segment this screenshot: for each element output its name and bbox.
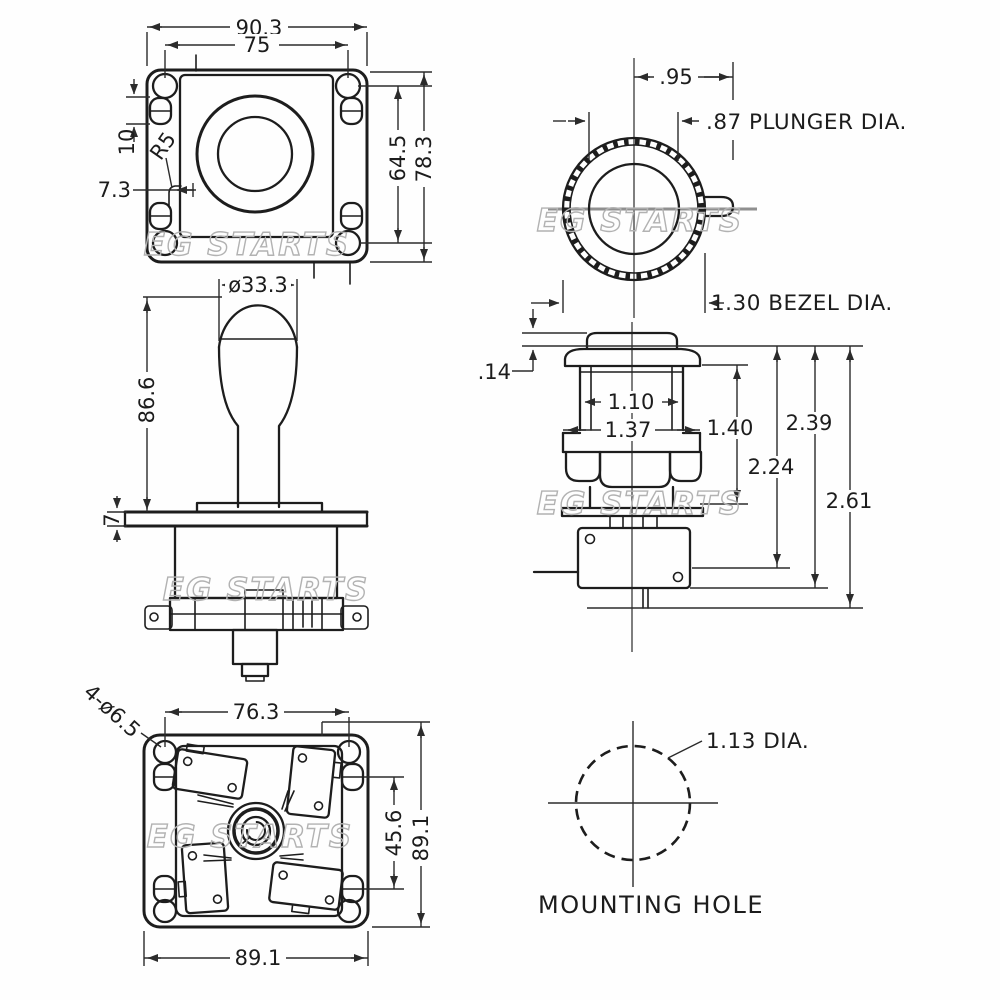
pivot-cap (240, 662, 270, 678)
dim-plate-hole-height: 64.5 (358, 85, 432, 244)
button-side-view: .14 1.10 1.37 1.40 (478, 309, 876, 652)
watermark-joystick-top: EG STARTS (144, 227, 350, 263)
dim-label-14: .14 (478, 360, 511, 384)
dim-body-dia: 1.10 (584, 390, 679, 414)
plunger-profile (585, 331, 679, 350)
pivot-cylinder (231, 628, 279, 666)
bezel-knurl-ring (563, 138, 705, 280)
watermark-button-top: EG STARTS (537, 203, 743, 239)
dim-label-7: 7 (100, 513, 124, 526)
dim-label-2-61: 2.61 (826, 489, 873, 513)
button-top-view: .95 .87 PLUNGER DIA. 1.30 BEZEL DIA. EG … (531, 58, 907, 318)
joystick-body-outline (178, 73, 335, 239)
bottom-body-outline (174, 744, 344, 918)
pivot-hub (226, 801, 286, 861)
mounting-hole-leader (667, 740, 703, 759)
microswitch (532, 526, 692, 609)
dim-bezel-dia: 1.30 BEZEL DIA. (531, 253, 893, 316)
ball-top-dome (217, 304, 299, 349)
dim-label-64-5: 64.5 (386, 135, 410, 182)
dim-label-89-1-right: 89.1 (409, 815, 433, 862)
dim-height-total: 2.61 (587, 346, 876, 609)
dim-label-plunger-dia: .87 PLUNGER DIA. (706, 110, 907, 135)
dim-label-76-3: 76.3 (233, 700, 280, 724)
mounting-nut (564, 450, 703, 489)
dim-height-mount: 2.24 (692, 346, 798, 569)
dim-label-45-6: 45.6 (382, 810, 406, 857)
dim-plate-height-outer: 78.3 (370, 71, 436, 263)
dim-tab-offset: .95 (634, 62, 734, 160)
dim-label-89-1-bottom: 89.1 (235, 946, 282, 970)
joystick-bottom-view: 4-ø6.5 76.3 45.6 89.1 (79, 680, 433, 970)
mounting-plate-section (123, 510, 369, 528)
dim-thread-dia: 1.37 (563, 418, 700, 442)
bezel-profile (563, 347, 702, 368)
dim-label-1-10: 1.10 (608, 390, 655, 414)
microswitch-top-right (285, 745, 342, 819)
shaft-opening-circle (195, 94, 315, 214)
dim-label-1-37: 1.37 (605, 418, 652, 442)
dim-label-2-24: 2.24 (748, 455, 795, 479)
dim-bottom-hole-spacing: 76.3 (164, 700, 350, 747)
microswitch-top-left (171, 743, 249, 800)
mounting-plate-outline (145, 68, 369, 264)
joystick-top-view: 90.3 75 64.5 78.3 (98, 16, 436, 285)
watermark-button-side: EG STARTS (537, 486, 743, 522)
dim-label-75: 75 (244, 33, 271, 57)
dim-plate-hole-spacing: 75 (164, 33, 349, 78)
dim-edge-offset: 7.3 (98, 178, 196, 202)
watermark-joystick-bottom: EG STARTS (147, 819, 353, 855)
dim-corner-holes-callout: 4-ø6.5 (79, 680, 162, 748)
dim-label-95: .95 (659, 65, 692, 89)
mounting-slots (148, 96, 364, 231)
plate-step-notch (168, 185, 182, 208)
dim-label-1-40: 1.40 (707, 416, 754, 440)
dim-height-switch: 2.39 (690, 346, 836, 589)
dim-label-78-3: 78.3 (412, 136, 436, 183)
ball-left-profile (217, 345, 240, 509)
microswitch-bottom-left (177, 841, 230, 915)
dim-label-7-3: 7.3 (98, 178, 131, 202)
dim-plunger-dia: .87 PLUNGER DIA. (553, 110, 907, 161)
dim-ball-diameter: ø33.3 (218, 273, 298, 341)
dim-bottom-width-outer: 89.1 (143, 931, 369, 970)
left-terminal (144, 605, 173, 630)
mounting-hole-caption: MOUNTING HOLE (538, 891, 764, 919)
dim-label-1-13-dia: 1.13 DIA. (706, 729, 809, 754)
dim-corner-radius: R5 (145, 128, 181, 189)
dim-bottom-height-outer: 89.1 (321, 721, 433, 928)
dim-label-ball-dia: ø33.3 (228, 273, 288, 297)
dim-slot-height: 10 (115, 79, 150, 155)
dim-body-height: 1.40 (700, 364, 755, 505)
dim-label-86-6: 86.6 (135, 377, 159, 424)
dim-label-10: 10 (115, 129, 139, 156)
microswitch-bottom-right (268, 861, 344, 915)
anti-rotation-tab (703, 195, 735, 218)
shaft-hole-circle (216, 115, 294, 193)
dim-label-4-o6-5: 4-ø6.5 (79, 680, 145, 743)
bottom-plate-outline (142, 733, 370, 929)
switch-levers (197, 790, 304, 862)
dim-label-r5: R5 (145, 128, 181, 165)
mounting-hole-view: 1.13 DIA. MOUNTING HOLE (538, 721, 809, 919)
ball-right-profile (277, 345, 299, 509)
dim-plate-thickness: 7 (100, 496, 127, 542)
dim-label-bezel-dia: 1.30 BEZEL DIA. (711, 291, 893, 316)
dim-plunger-height: .14 (478, 309, 537, 384)
dim-label-2-39: 2.39 (786, 411, 833, 435)
joystick-side-view: ø33.3 86.6 7 EG STARTS (100, 273, 369, 682)
pivot-tip (245, 675, 265, 682)
right-terminal (340, 605, 369, 630)
watermark-joystick-side: EG STARTS (163, 572, 369, 608)
dim-slot-span: 45.6 (364, 776, 406, 890)
dim-shaft-height: 86.6 (135, 296, 222, 512)
plunger-circle (587, 162, 681, 256)
